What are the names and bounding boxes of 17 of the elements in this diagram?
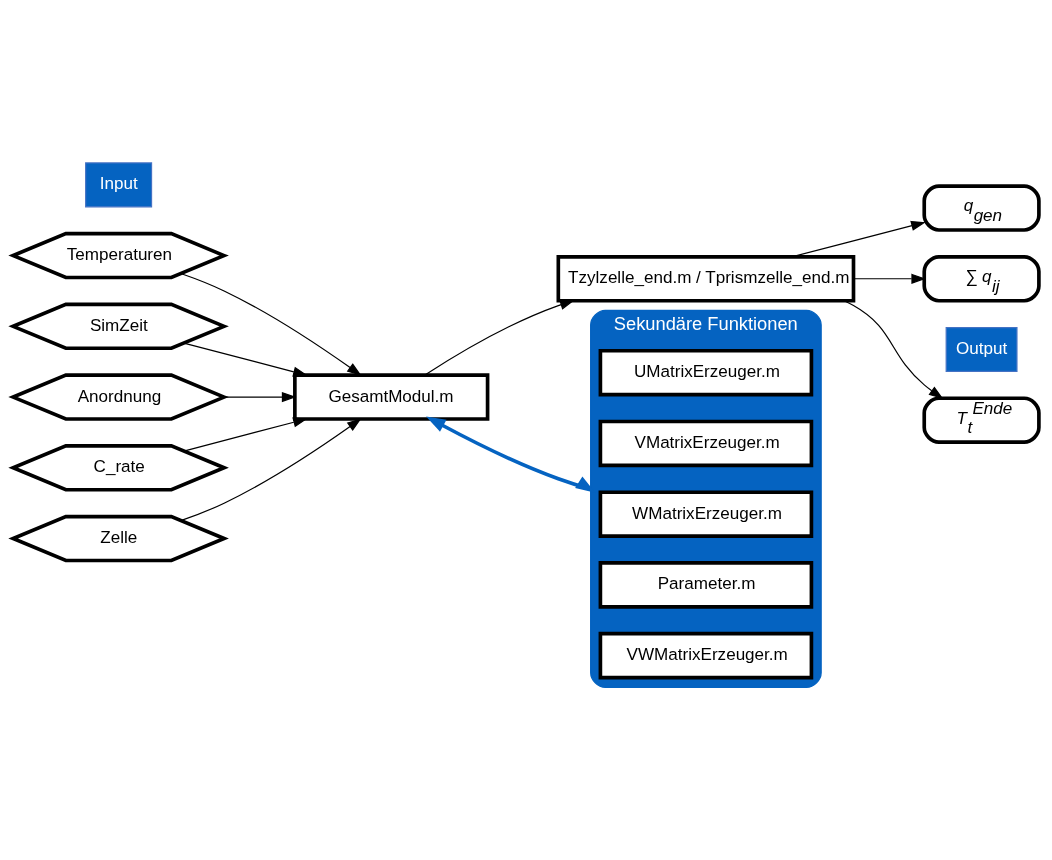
- arrow: [843, 300, 944, 400]
- arrow: [791, 220, 926, 258]
- arrow: [223, 391, 297, 403]
- node-box: GesamtModul.m: [293, 373, 490, 421]
- node-box: VWMatrixErzeuger.m: [598, 631, 814, 680]
- arrow: [180, 418, 362, 521]
- node-box: UMatrixErzeuger.m: [598, 348, 814, 397]
- node-box: Input: [85, 162, 153, 208]
- node-box: WMatrixErzeuger.m: [598, 490, 814, 538]
- arrow: [183, 417, 308, 452]
- node-box: VMatrixErzeuger.m: [598, 419, 814, 468]
- arrow: [183, 342, 308, 377]
- node-box: Parameter.m: [598, 561, 814, 609]
- node-box: Tzylzelle_end.m / Tprismzelle_end.m: [556, 254, 856, 303]
- arrow: [180, 273, 362, 376]
- arrow: [424, 299, 575, 376]
- node-box: Output: [945, 326, 1018, 373]
